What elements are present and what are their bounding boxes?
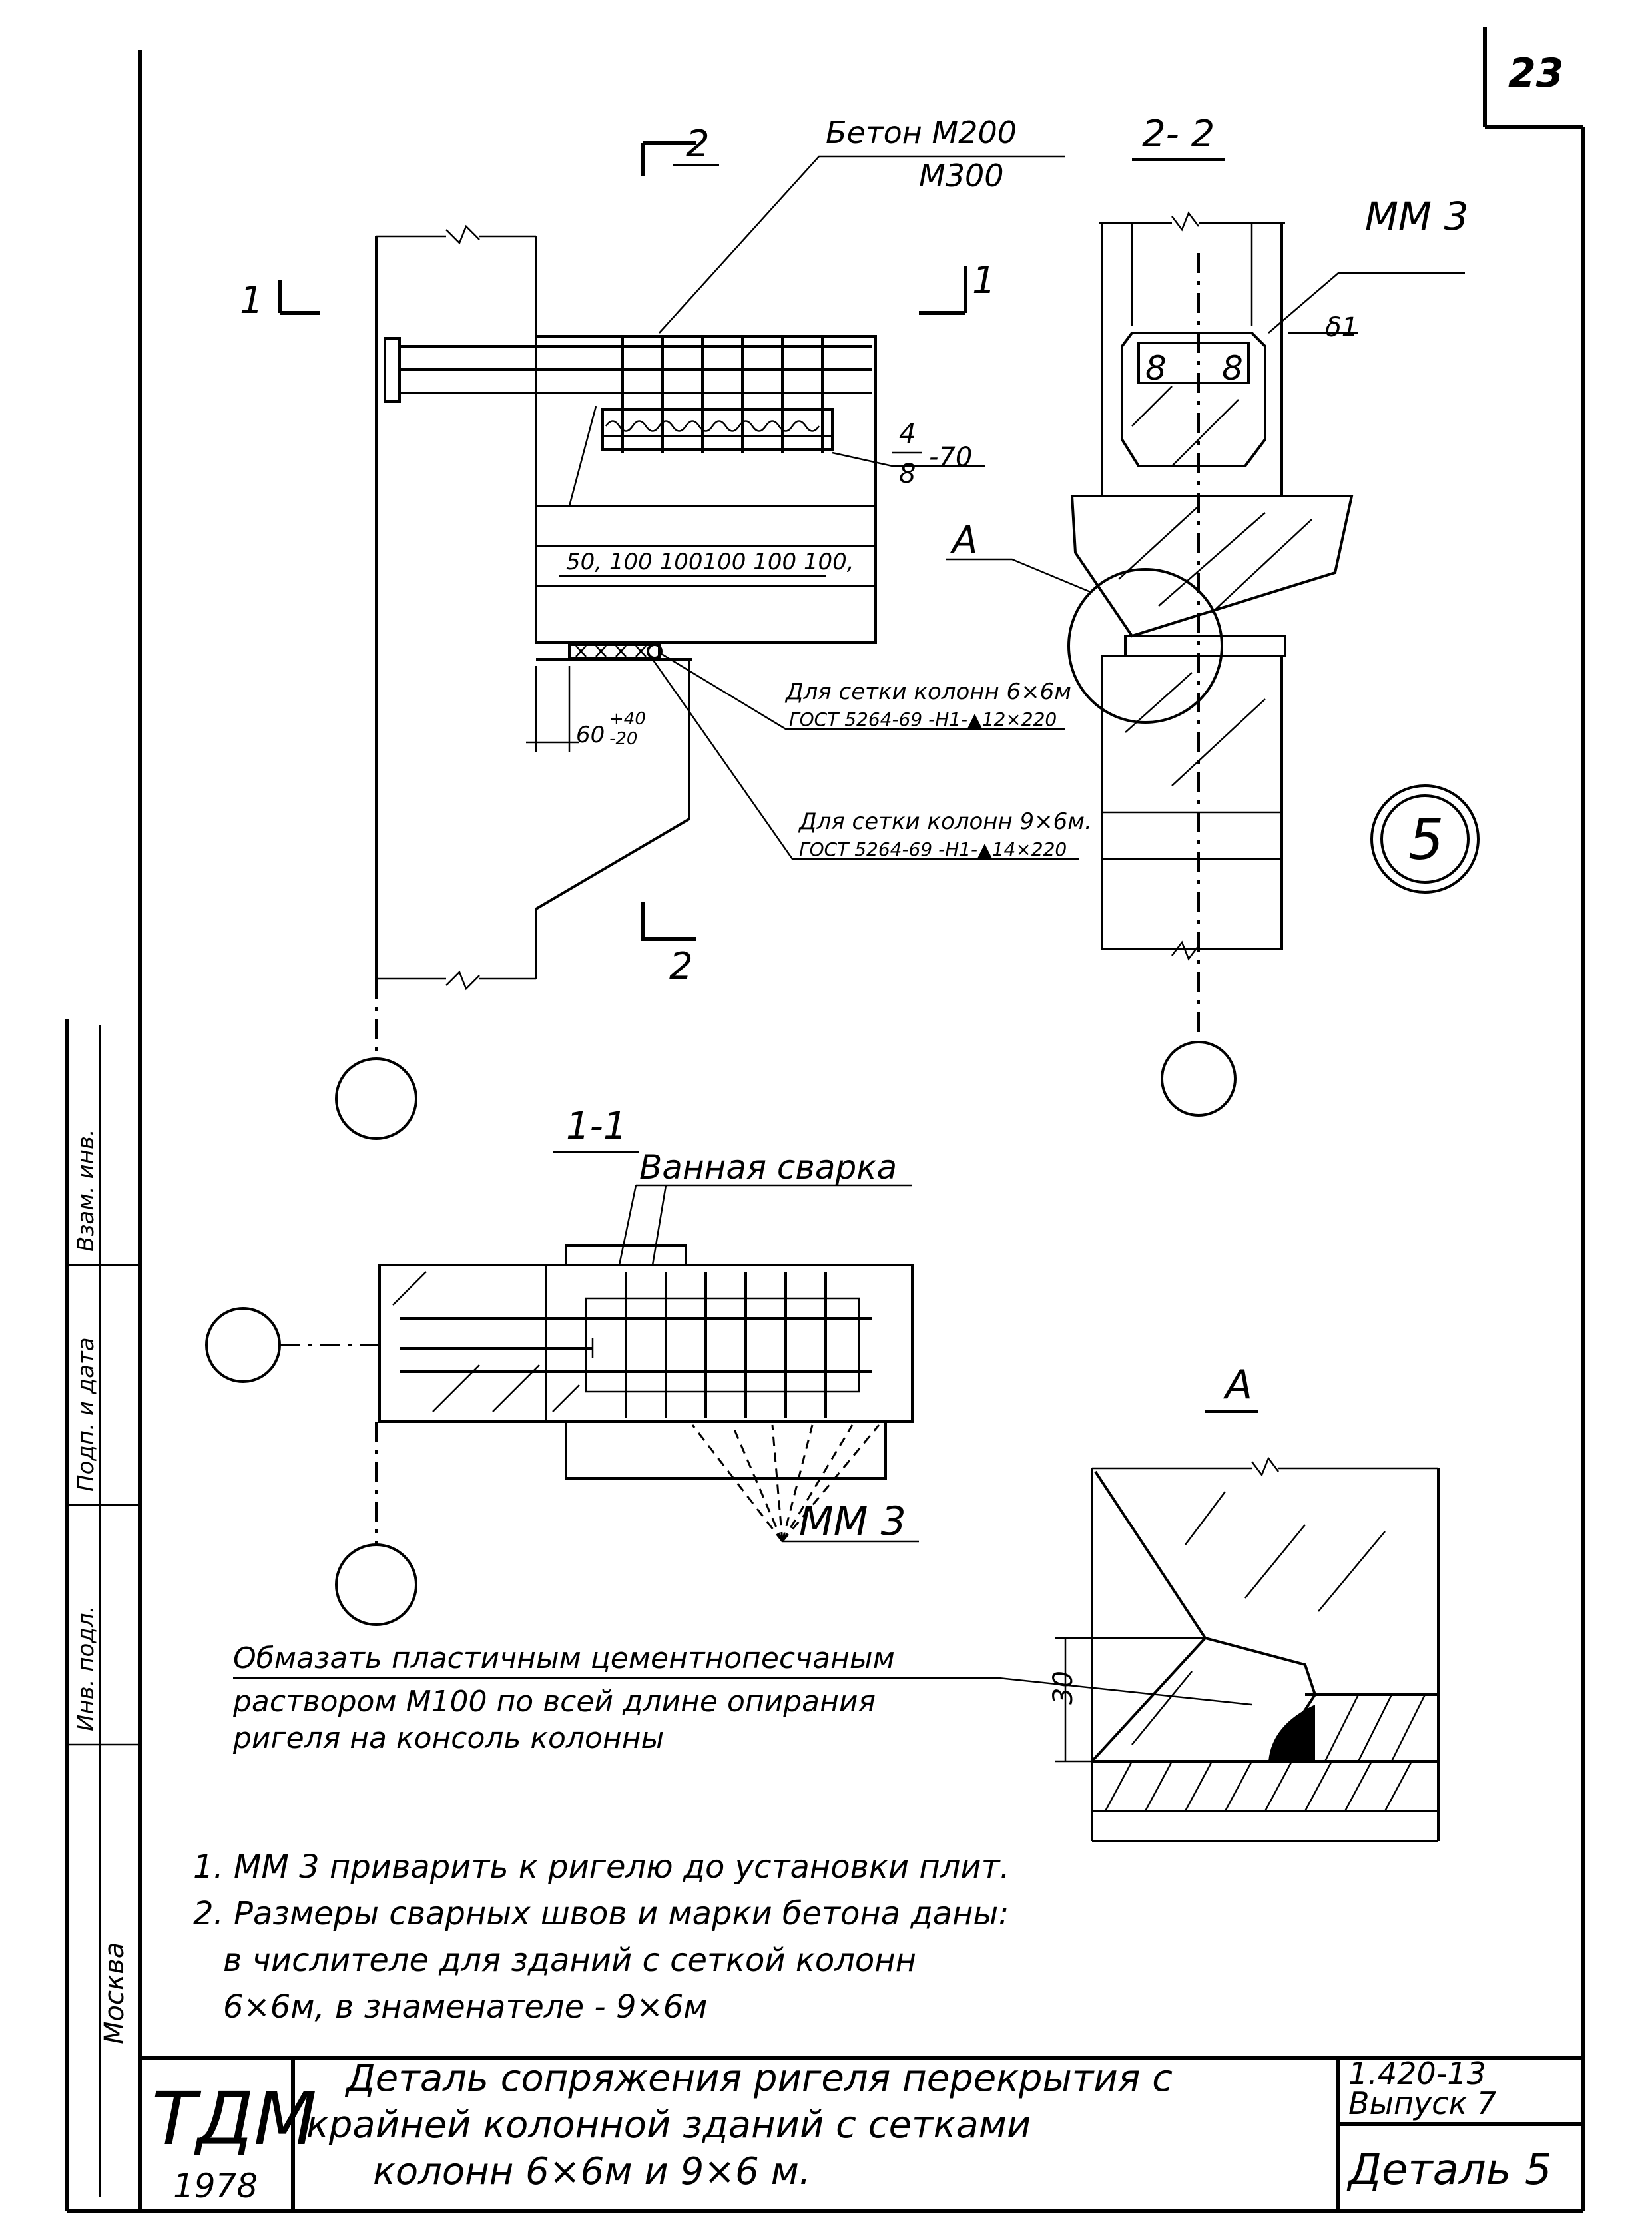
- detail-a: А: [233, 1362, 1440, 1842]
- detail-number-outer: [1370, 784, 1480, 894]
- series-number: 1.420-13: [1348, 2056, 1486, 2091]
- dim-30: 30: [1048, 1671, 1079, 1705]
- rebar-8-left: 8: [1145, 349, 1167, 388]
- stirrups-1-1: [625, 1272, 827, 1418]
- grout-note-line2: раствором М100 по всей длине опирания: [232, 1685, 876, 1719]
- concrete-hatching-1-1: [392, 1271, 580, 1412]
- stirrups: [621, 336, 824, 453]
- rebar-8-right: 8: [1222, 349, 1243, 388]
- callout-a-label: А: [950, 519, 977, 562]
- side-stamp-line3: Подп. и дата: [73, 1337, 99, 1492]
- note-1: 1. ММ 3 приварить к ригелю до установки …: [193, 1848, 1010, 1886]
- side-stamp-line4: Взам. инв.: [73, 1129, 99, 1252]
- title-line1: Деталь сопряжения ригеля перекрытия с: [344, 2057, 1173, 2100]
- concrete-hatching-a: [1131, 1491, 1386, 1745]
- detail-number: 5: [1408, 807, 1444, 872]
- org-logo: ТДМ: [152, 2076, 317, 2161]
- page-number: 23: [1508, 50, 1564, 97]
- section-1-1-title: 1-1: [566, 1105, 627, 1148]
- weld-fraction-numerator: 4: [899, 419, 916, 449]
- section-mark-1-right: 1: [972, 259, 996, 302]
- section-2-2-title: 2- 2: [1142, 113, 1215, 156]
- steel-hatching: [1104, 1694, 1426, 1812]
- grout-note-line3: ригеля на консоль колонны: [232, 1721, 664, 1755]
- detail-a-title: А: [1223, 1362, 1252, 1408]
- note-2: 2. Размеры сварных швов и марки бетона д…: [193, 1895, 1009, 1932]
- side-stamp-line2: Инв. подл.: [73, 1606, 99, 1731]
- bath-weld-label: Ванная сварка: [639, 1148, 897, 1187]
- elevation-view: 50, 100 100100 100 100, 60 +40 -20 2 2 1…: [240, 115, 1092, 1140]
- side-stamp: Москва Инв. подл. Подп. и дата Взам. инв…: [73, 1129, 130, 2044]
- mm3-bottom-label: ММ 3: [799, 1498, 906, 1545]
- sheet-frame: [65, 27, 1585, 2213]
- concrete-grade-bottom: М300: [919, 158, 1004, 194]
- section-mark-1-left: 1: [240, 279, 264, 322]
- section-mark-2-top: 2: [686, 123, 710, 166]
- detail-label: Деталь 5: [1346, 2145, 1552, 2195]
- concrete-hatching-2-2: [1118, 386, 1312, 786]
- tolerance-base: 60: [576, 722, 605, 748]
- mm3-top-label: ММ 3: [1365, 194, 1468, 239]
- title-line2: крайней колонной зданий с сетками: [306, 2103, 1031, 2147]
- section-mark-2-bottom: 2: [669, 945, 693, 988]
- sealant-blob: [1268, 1705, 1315, 1761]
- tolerance-plus: +40: [609, 709, 646, 729]
- title-block: ТДМ 1978 Деталь сопряжения ригеля перекр…: [152, 2056, 1552, 2205]
- axis-bubble-lower: [335, 1543, 417, 1626]
- mesh-6x6-line1: Для сетки колонн 6×6м: [784, 679, 1071, 705]
- mesh-9x6-line1: Для сетки колонн 9×6м.: [798, 808, 1092, 835]
- side-stamp-line1: Москва: [99, 1942, 130, 2044]
- axis-bubble-right: [1161, 1041, 1237, 1117]
- title-line3: колонн 6×6м и 9×6 м.: [373, 2150, 811, 2193]
- section-2-2: 2- 2 8 8: [946, 113, 1480, 1117]
- spacing-label: 50, 100 100100 100 100,: [566, 549, 854, 575]
- section-1-1: 1-1 Ванная сварка: [205, 1105, 919, 1626]
- mesh-9x6-line2: ГОСТ 5264-69 -Н1-▲14×220: [799, 838, 1067, 860]
- weld-small-label: δ1: [1325, 312, 1358, 343]
- tolerance-minus: -20: [609, 729, 637, 749]
- series-issue: Выпуск 7: [1348, 2085, 1496, 2121]
- weld-fraction-denominator: 8: [899, 459, 916, 489]
- mm3-leaders: [691, 1424, 880, 1542]
- year: 1978: [173, 2167, 258, 2205]
- axis-bubble-left: [205, 1307, 281, 1383]
- mesh-6x6-line2: ГОСТ 5264-69 -Н1-▲12×220: [789, 708, 1057, 730]
- detail-a-callout-circle: [1067, 568, 1223, 724]
- detail-number-inner: [1380, 794, 1470, 884]
- note-4: 6×6м, в знаменателе - 9×6м: [223, 1988, 707, 2026]
- axis-bubble-upper: [335, 1057, 417, 1140]
- concrete-grade-top: Бетон М200: [826, 115, 1017, 150]
- weld-fraction-length: -70: [929, 442, 972, 473]
- grout-note-line1: Обмазать пластичным цементнопесчаным: [233, 1641, 895, 1675]
- note-3: в числителе для зданий с сеткой колонн: [223, 1942, 916, 1979]
